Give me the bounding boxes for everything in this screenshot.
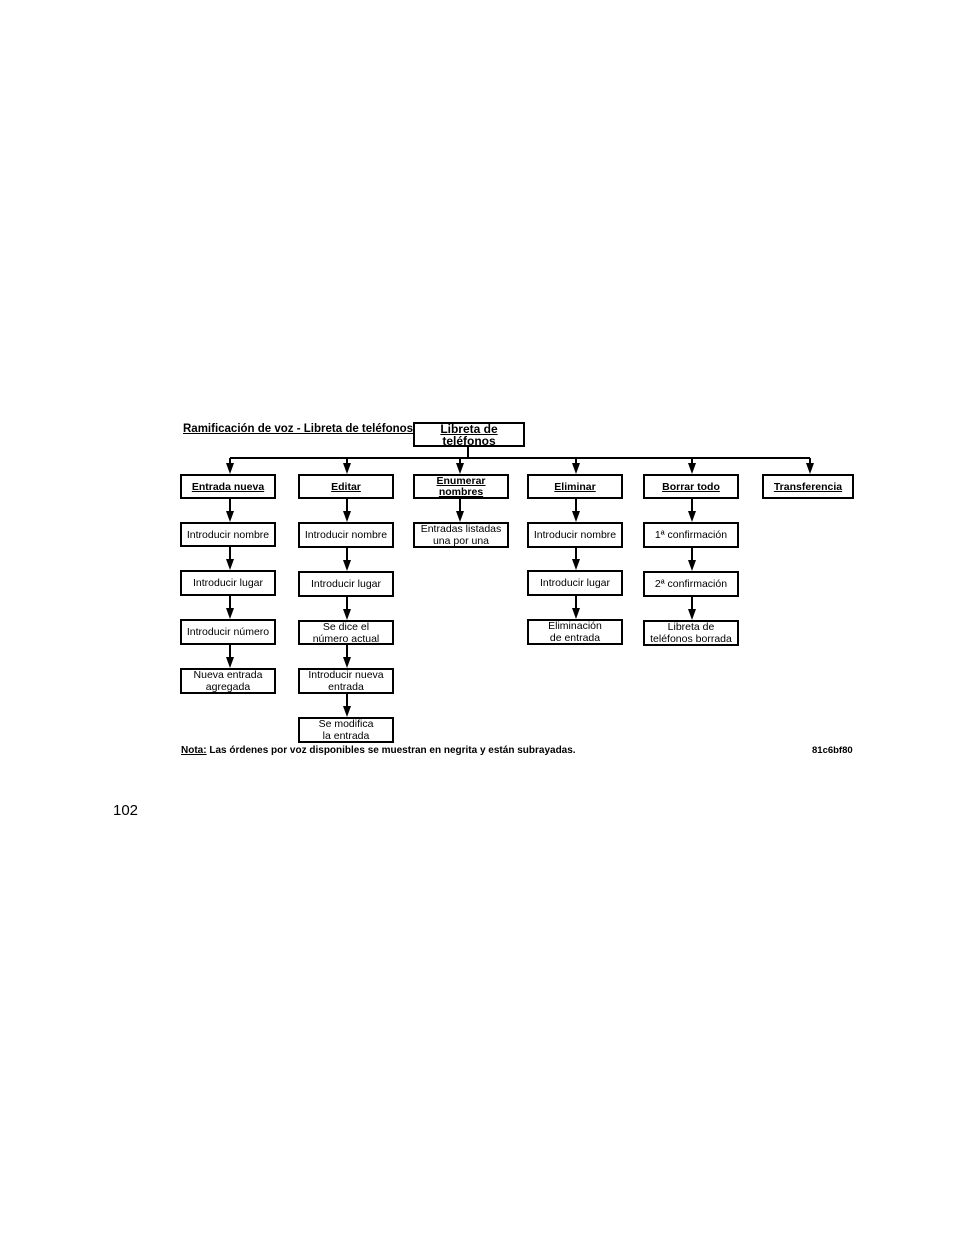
command-label: Eliminar [554,480,596,493]
step-node: Introducir lugar [527,570,623,596]
arrowhead [226,559,234,570]
command-label: Editar [331,480,361,493]
step-node: Libreta de teléfonos borrada [643,620,739,646]
arrowhead [572,463,580,474]
step-node: Introducir nombre [527,522,623,548]
command-label: Entrada nueva [191,480,265,493]
arrowhead [572,559,580,570]
command-node: Borrar todo [643,474,739,499]
step-node: Introducir lugar [180,570,276,596]
step-node: Se dice el número actual [298,620,394,645]
page-number: 102 [113,802,139,819]
step-node: 1ª confirmación [643,522,739,548]
arrowhead [343,609,351,620]
command-node: Transferencia [762,474,854,499]
diagram-title: Ramificación de voz - Libreta de teléfon… [183,423,414,435]
arrowhead [688,609,696,620]
arrowhead [343,511,351,522]
arrowhead [226,608,234,619]
arrowhead [343,657,351,668]
command-node: Editar [298,474,394,499]
arrowhead [456,463,464,474]
arrowhead [806,463,814,474]
command-label: Enumerar nombres [436,474,486,498]
arrowhead [343,463,351,474]
arrowhead [226,511,234,522]
command-node: Entrada nueva [180,474,276,499]
step-node: Introducir número [180,619,276,645]
arrowhead [572,511,580,522]
command-label: Transferencia [773,480,843,493]
command-node: Eliminar [527,474,623,499]
arrowhead [572,608,580,619]
step-node: Introducir lugar [298,571,394,597]
figure-code: 81c6bf80 [812,745,853,756]
arrowhead [456,511,464,522]
command-label: Borrar todo [662,480,720,493]
step-node: Eliminación de entrada [527,619,623,645]
step-node: Entradas listadas una por una [413,522,509,548]
note-label: Nota: [181,745,207,756]
arrowhead [688,463,696,474]
arrowhead [688,560,696,571]
diagram-note: Nota: Las órdenes por voz disponibles se… [181,745,576,756]
root-node: Libreta de teléfonos [413,422,525,447]
arrowhead [688,511,696,522]
note-text: Las órdenes por voz disponibles se muest… [209,745,576,756]
arrowhead [226,463,234,474]
step-node: Introducir nombre [180,522,276,547]
command-node: Enumerar nombres [413,474,509,499]
step-node: 2ª confirmación [643,571,739,597]
step-node: Nueva entrada agregada [180,668,276,694]
arrowhead [226,657,234,668]
arrowhead [343,560,351,571]
step-node: Introducir nombre [298,522,394,548]
step-node: Se modifica la entrada [298,717,394,743]
step-node: Introducir nueva entrada [298,668,394,694]
arrowhead [343,706,351,717]
